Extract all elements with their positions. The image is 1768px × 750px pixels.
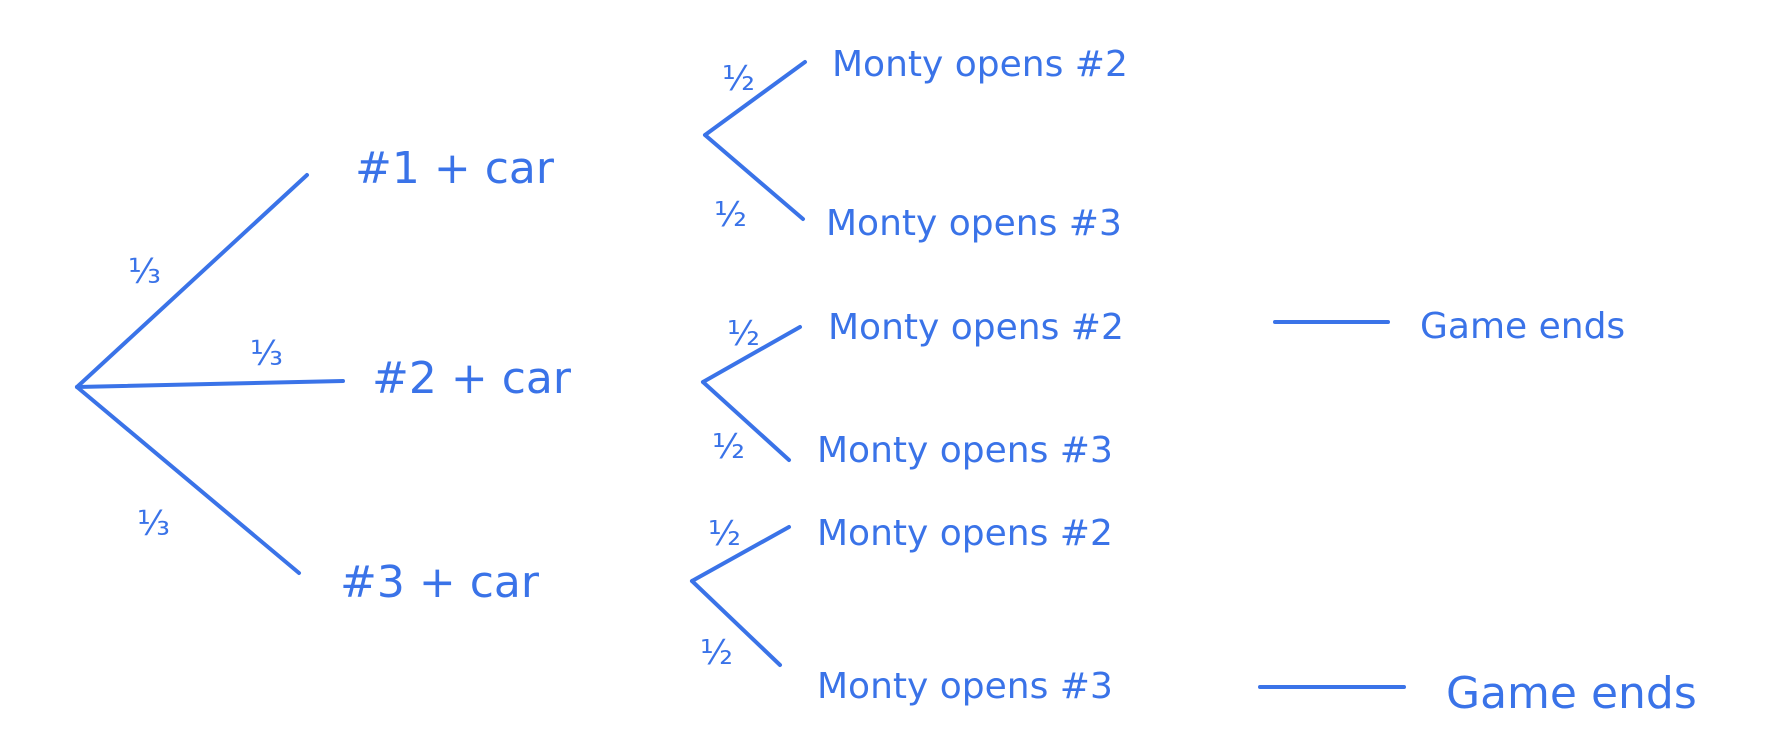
branch-g2-lower	[701, 380, 791, 462]
outcome-g1-opens-3: Monty opens #3	[826, 203, 1122, 244]
prob-g3-lower: ½	[700, 633, 733, 673]
node-door-3-car: #3 + car	[340, 557, 540, 608]
prob-g1-upper: ½	[722, 59, 755, 99]
outcome-g2-opens-3: Monty opens #3	[817, 430, 1113, 471]
branch-g1-lower	[703, 133, 805, 221]
branch-root-to-2	[75, 379, 345, 389]
outcome-g3-opens-3: Monty opens #3	[817, 666, 1113, 707]
branch-g2-upper	[701, 325, 802, 384]
node-door-2-car: #2 + car	[372, 353, 572, 404]
branch-g3-lower	[690, 579, 782, 667]
prob-root-2: ⅓	[250, 334, 283, 374]
node-door-1-car: #1 + car	[355, 143, 555, 194]
prob-root-3: ⅓	[137, 504, 170, 544]
prob-root-1: ⅓	[128, 252, 161, 292]
prob-g2-lower: ½	[712, 427, 745, 467]
outcome-g1-opens-2: Monty opens #2	[832, 44, 1128, 85]
branch-root-to-3	[75, 385, 301, 575]
branch-g3-upper	[690, 525, 791, 583]
prob-g1-lower: ½	[714, 195, 747, 235]
outcome-g2-opens-2: Monty opens #2	[828, 307, 1124, 348]
branch-root-to-1	[75, 173, 309, 389]
branch-g1-upper	[703, 60, 807, 137]
prob-g3-upper: ½	[708, 514, 741, 554]
terminal-game-ends-2: Game ends	[1446, 668, 1697, 719]
prob-g2-upper: ½	[727, 314, 760, 354]
outcome-g3-opens-2: Monty opens #2	[817, 513, 1113, 554]
terminal-game-ends-1: Game ends	[1420, 306, 1625, 347]
